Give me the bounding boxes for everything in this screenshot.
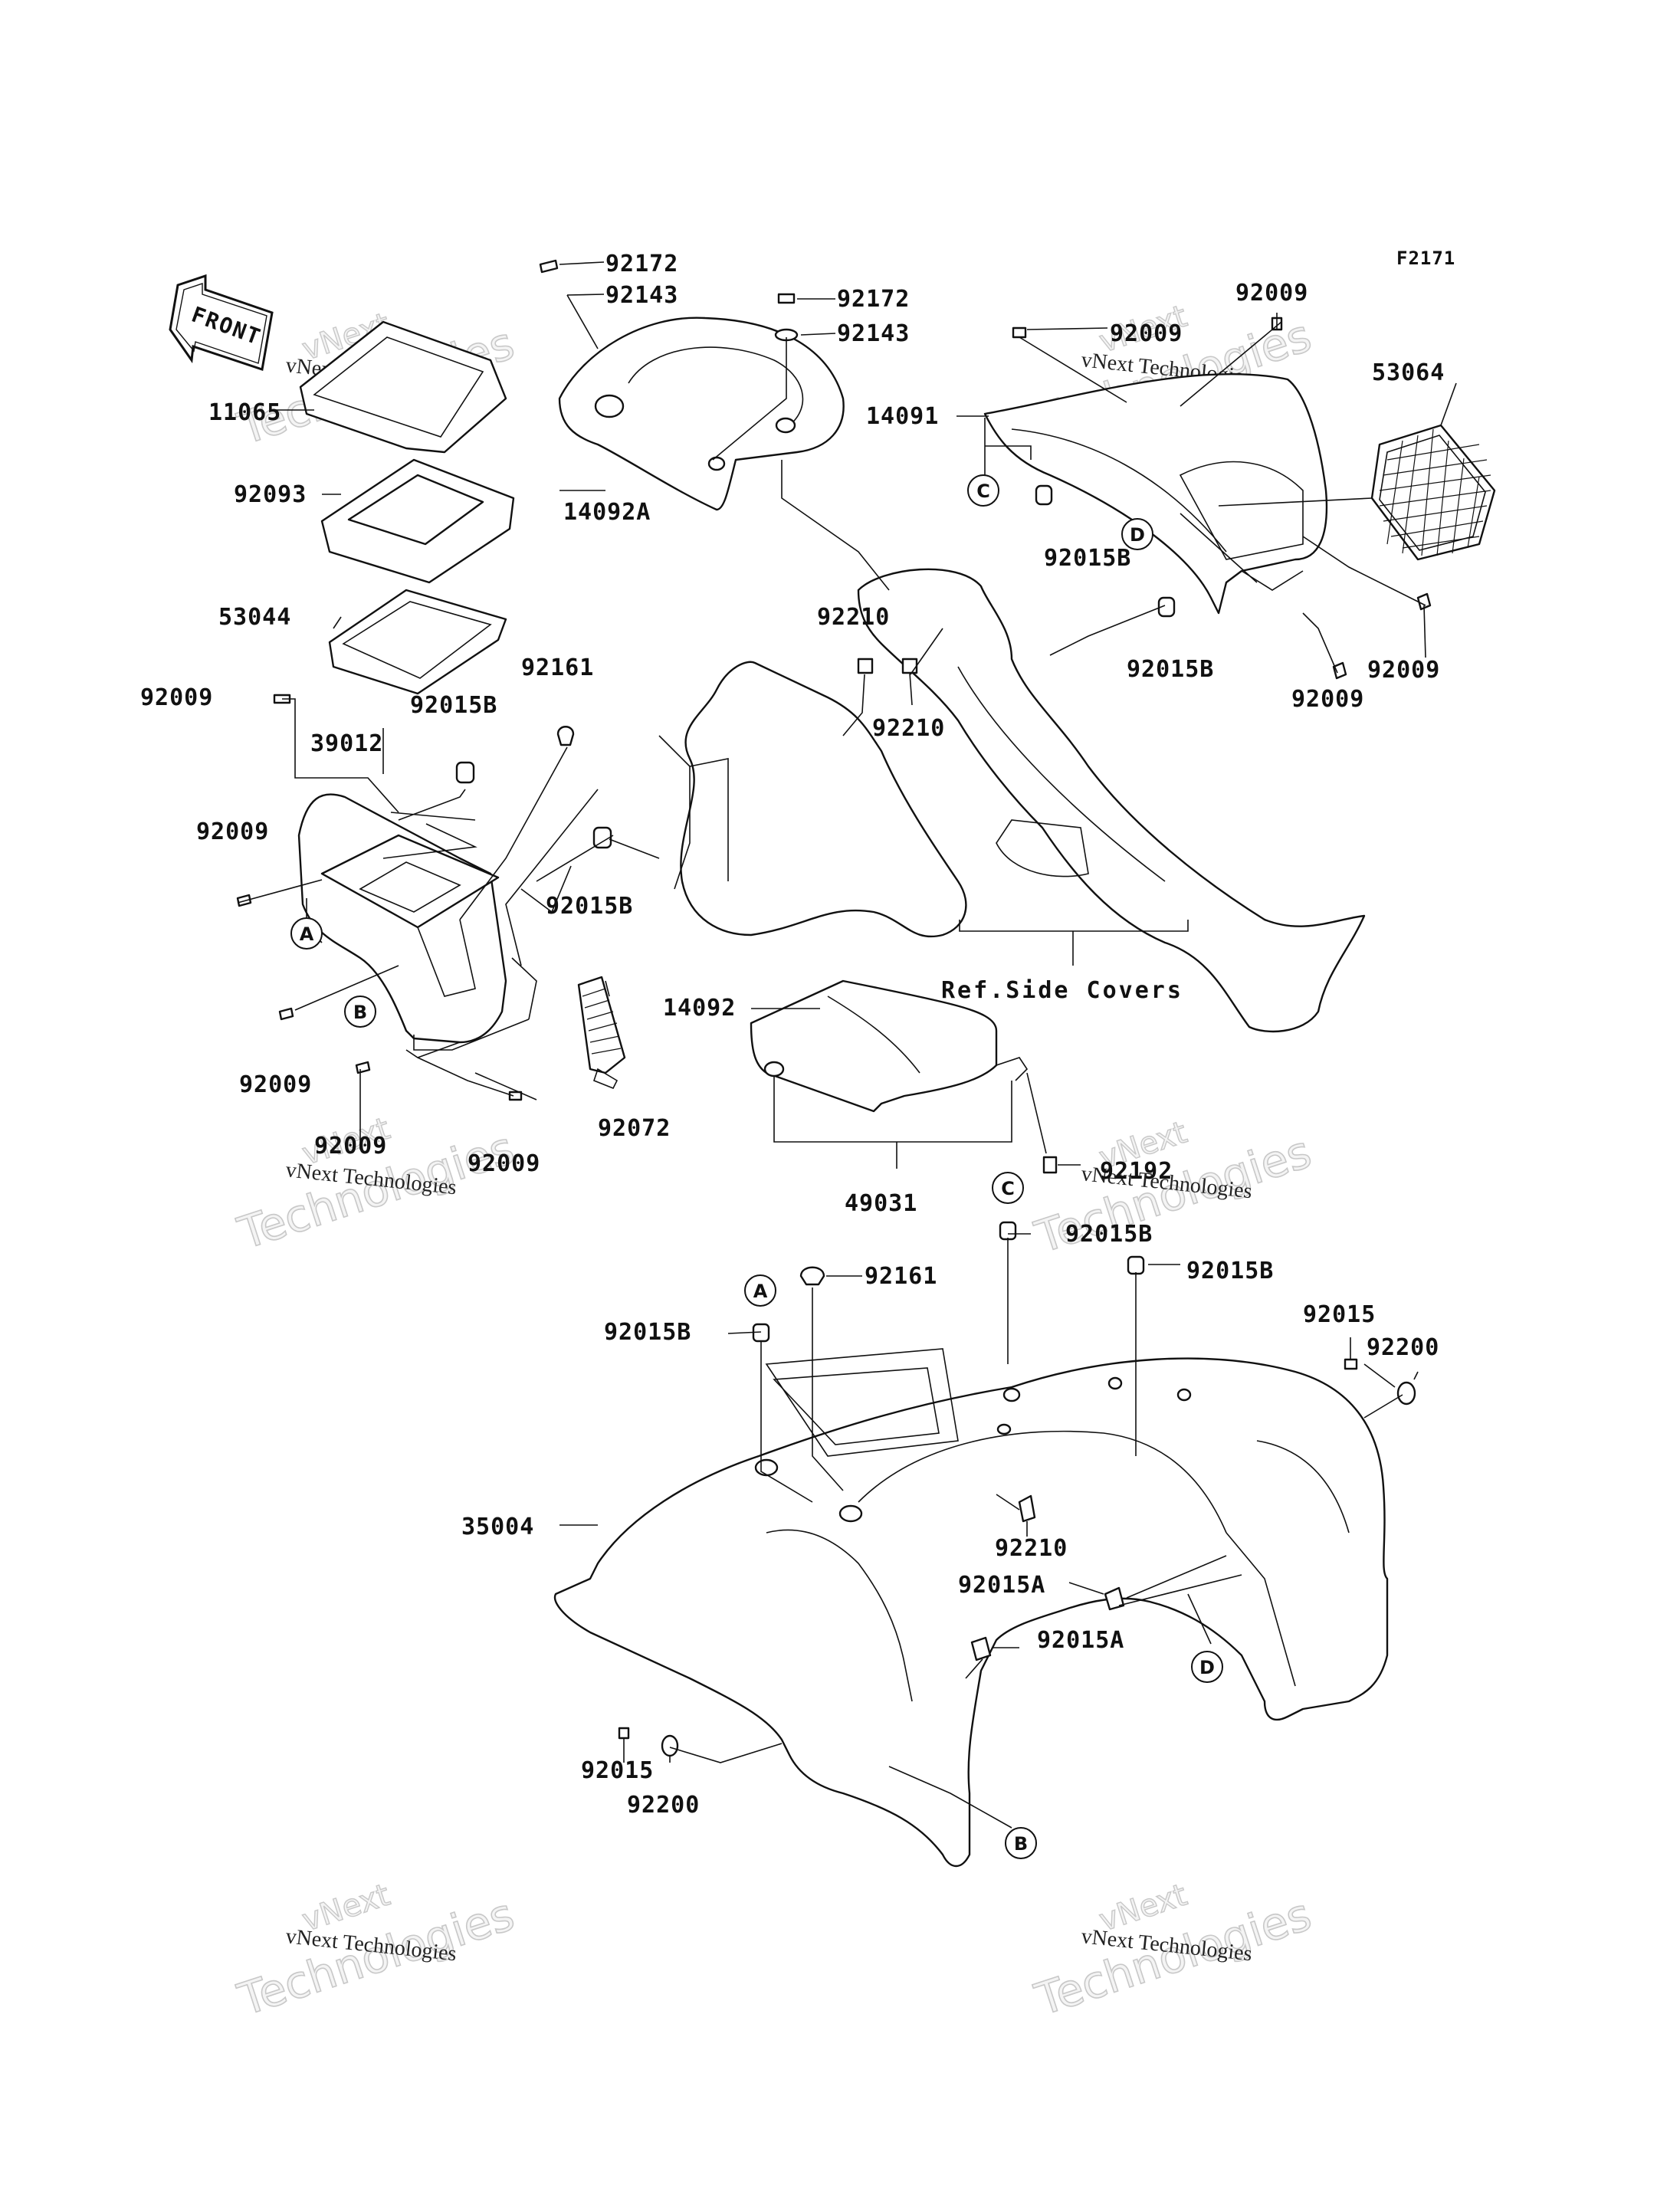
svg-text:A: A: [753, 1281, 768, 1302]
svg-text:D: D: [1130, 524, 1145, 546]
callout-C-2: C: [992, 1172, 1024, 1204]
part-label: 92200: [1367, 1334, 1439, 1361]
part-label: 92009: [196, 818, 269, 845]
gasket-53044: [328, 589, 507, 695]
part-label: 92009: [1110, 320, 1183, 347]
part-label: 92009: [140, 684, 213, 711]
part-label: 11065: [208, 399, 281, 426]
part-label: 92210: [995, 1535, 1068, 1562]
part-label: 92009: [1367, 657, 1440, 684]
part-label: 14092A: [563, 499, 651, 526]
svg-text:B: B: [353, 1002, 367, 1023]
watermark-bottom-right: vNext Technologies vNext Technologies: [1029, 1877, 1318, 2026]
part-label: 49031: [845, 1190, 917, 1217]
part-label: 92015B: [1127, 656, 1214, 683]
callout-B-2: B: [1005, 1827, 1037, 1859]
callout-B-1: B: [344, 996, 376, 1028]
cover-14092A: [558, 317, 845, 511]
part-label: 92015B: [1044, 545, 1131, 572]
part-label: 92143: [605, 282, 678, 309]
watermark-bottom-left: vNext Technologies vNext Technologies: [231, 1877, 521, 2026]
part-labels: 92172 92143 92172 92143 11065 14092A 920…: [140, 251, 1445, 1819]
part-label: 92015B: [604, 1319, 691, 1346]
part-label: 92015A: [1037, 1627, 1124, 1654]
side-cover-right: [857, 568, 1366, 1033]
part-label: 14092: [663, 995, 736, 1022]
part-label: 92015: [581, 1757, 654, 1784]
part-label: 92210: [872, 715, 945, 742]
grill-53064: [1370, 424, 1496, 561]
callout-C-1: C: [967, 474, 999, 507]
part-label: 92072: [598, 1115, 671, 1142]
svg-text:C: C: [976, 481, 990, 502]
part-label: 53044: [218, 604, 291, 631]
reference-note: Ref.Side Covers: [941, 977, 1183, 1004]
part-label: 92161: [521, 654, 594, 681]
storage-box-39012: [297, 793, 507, 1044]
part-label: 92009: [1235, 280, 1308, 307]
lid-11065: [299, 320, 507, 454]
svg-text:B: B: [1014, 1833, 1028, 1855]
side-cover-left: [658, 661, 967, 938]
callout-D-2: D: [1191, 1651, 1223, 1683]
part-label: 92015A: [958, 1572, 1045, 1599]
part-label: 92015B: [1186, 1258, 1274, 1284]
svg-text:C: C: [1001, 1178, 1015, 1199]
figure-code: F2171: [1396, 248, 1455, 269]
part-label: 92009: [1291, 686, 1364, 713]
part-label: 92172: [837, 286, 910, 313]
part-label: 92009: [314, 1133, 387, 1160]
callout-D-1: D: [1121, 518, 1153, 550]
part-label: 92015B: [546, 893, 633, 920]
part-label: 92210: [817, 604, 890, 631]
svg-text:A: A: [300, 923, 314, 945]
leader-lines: [237, 261, 1457, 1829]
part-label: 92015: [1303, 1301, 1376, 1328]
rear-fender-35004: [553, 1348, 1389, 1868]
part-label: 39012: [310, 730, 383, 757]
part-label: 92143: [837, 320, 910, 347]
part-label: 14091: [866, 403, 939, 430]
front-arrow-icon: FRONT: [169, 274, 274, 371]
callout-A-1: A: [290, 917, 323, 950]
callout-A-2: A: [744, 1274, 776, 1307]
part-label: 92172: [605, 251, 678, 277]
lid-14092: [750, 979, 1029, 1113]
part-label: 53064: [1372, 359, 1445, 386]
part-label: 92015B: [1065, 1221, 1153, 1248]
part-label: 92200: [627, 1792, 700, 1819]
part-label: 92161: [865, 1263, 937, 1290]
grill-92072: [577, 976, 626, 1090]
part-label: 92009: [239, 1071, 312, 1098]
part-label: 92192: [1100, 1158, 1173, 1185]
part-label: 35004: [461, 1514, 534, 1540]
part-label: 92093: [234, 481, 307, 508]
seal-92093: [320, 458, 515, 584]
part-label: 92009: [468, 1150, 540, 1177]
svg-text:D: D: [1199, 1657, 1215, 1678]
part-label: 92015B: [410, 692, 497, 719]
cover-14091: [983, 372, 1328, 615]
